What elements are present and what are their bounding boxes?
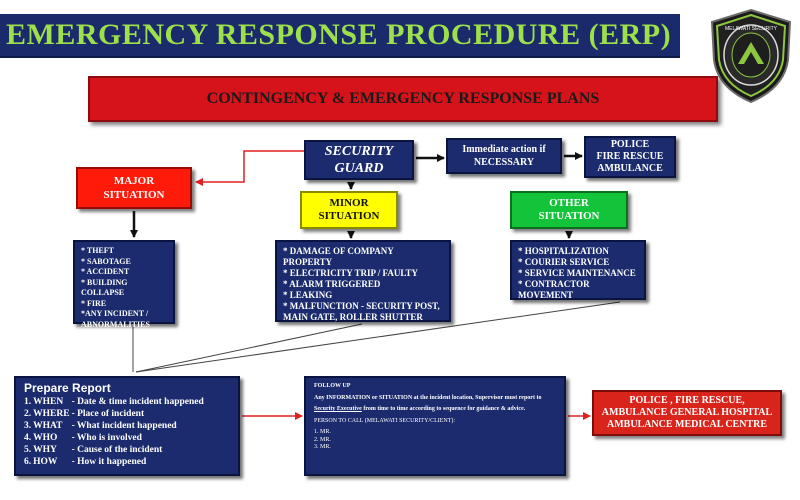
list-item: * MALFUNCTION - SECURITY POST, bbox=[283, 301, 440, 311]
report-table: 1.WHEN - Date & time incident happened 2.… bbox=[24, 396, 206, 468]
row-desc: - How it happened bbox=[71, 457, 147, 467]
list-item: * HOSPITALIZATION bbox=[518, 246, 609, 256]
guard-line2: GUARD bbox=[334, 161, 384, 176]
row-num: 6. bbox=[24, 457, 32, 467]
police-line1: POLICE bbox=[610, 139, 650, 150]
page-title: EMERGENCY RESPONSE PROCEDURE (ERP) bbox=[6, 18, 672, 51]
final-line2: AMBULANCE GENERAL HOSPITAL bbox=[601, 407, 773, 418]
minor-situation-box: MINOR SITUATION bbox=[300, 191, 398, 229]
list-item: * SERVICE MAINTENANCE bbox=[518, 268, 636, 278]
followup-person: 2. MR. bbox=[314, 436, 331, 443]
immediate-action-box: Immediate action if NECESSARY bbox=[446, 138, 562, 174]
guard-line1: SECURITY bbox=[324, 144, 394, 159]
other-situation-box: OTHER SITUATION bbox=[510, 191, 628, 229]
row-key: WHO bbox=[33, 433, 58, 443]
list-item: * ACCIDENT bbox=[81, 267, 130, 276]
immediate-line2: NECESSARY bbox=[473, 157, 535, 168]
other-items-box: * HOSPITALIZATION * COURIER SERVICE * SE… bbox=[510, 240, 646, 300]
table-row: 1.WHEN - Date & time incident happened bbox=[24, 396, 206, 408]
followup-text1: Any INFORMATION or SITUATION at the inci… bbox=[314, 394, 542, 401]
list-item: * THEFT bbox=[81, 246, 114, 255]
other-line1: OTHER bbox=[549, 197, 589, 209]
list-item: ABNORMALITIES bbox=[81, 319, 150, 329]
police-line2: FIRE RESCUE bbox=[596, 151, 664, 162]
list-item: * SABOTAGE bbox=[81, 256, 131, 266]
minor-line2: SITUATION bbox=[318, 210, 380, 222]
police-box: POLICE FIRE RESCUE AMBULANCE bbox=[584, 136, 676, 178]
other-line2: SITUATION bbox=[538, 210, 600, 222]
logo-ring-text: MELAWATI SECURITY bbox=[725, 26, 778, 32]
list-item: * DAMAGE OF COMPANY PROPERTY bbox=[283, 246, 394, 267]
immediate-line1: Immediate action if bbox=[462, 144, 546, 155]
table-row: 4.WHO - Who is involved bbox=[24, 432, 206, 444]
followup-text2: Security Executive from time to time acc… bbox=[314, 406, 556, 414]
list-item: *ANY INCIDENT / bbox=[81, 309, 149, 318]
row-key: WHY bbox=[33, 445, 57, 455]
list-item: * FIRE bbox=[81, 298, 107, 308]
list-item: * LEAKING bbox=[283, 290, 333, 300]
followup-heading: FOLLOW UP bbox=[314, 383, 351, 389]
list-item: * ELECTRICITY TRIP / FAULTY bbox=[283, 268, 419, 278]
row-key: WHEN bbox=[33, 397, 64, 407]
header-bar bbox=[0, 14, 680, 58]
row-key: WHERE bbox=[33, 409, 70, 419]
list-item: * COURIER SERVICE bbox=[518, 257, 610, 267]
row-key: WHAT bbox=[33, 421, 63, 431]
plans-title: CONTINGENCY & EMERGENCY RESPONSE PLANS bbox=[206, 90, 600, 107]
major-line2: SITUATION bbox=[103, 189, 165, 201]
minor-line1: MINOR bbox=[329, 197, 369, 209]
contingency-plans-banner: CONTINGENCY & EMERGENCY RESPONSE PLANS bbox=[88, 76, 718, 122]
table-row: 5.WHY - Cause of the incident bbox=[24, 444, 206, 456]
list-item: * CONTRACTOR MOVEMENT bbox=[518, 279, 590, 300]
follow-up-box: FOLLOW UP Any INFORMATION or SITUATION a… bbox=[304, 376, 566, 476]
table-row: 3.WHAT - What incident happened bbox=[24, 420, 206, 432]
row-num: 1. bbox=[24, 397, 32, 407]
major-situation-box: MAJOR SITUATION bbox=[76, 167, 192, 209]
list-item: * BUILDING COLLAPSE bbox=[81, 277, 128, 298]
row-num: 2. bbox=[24, 409, 32, 419]
major-line1: MAJOR bbox=[113, 175, 155, 187]
security-guard-box: SECURITY GUARD bbox=[304, 140, 414, 180]
row-key: HOW bbox=[33, 457, 58, 467]
row-num: 3. bbox=[24, 421, 32, 431]
followup-text2-rest: from time to time according to sequence … bbox=[363, 406, 526, 412]
row-desc: - Who is involved bbox=[71, 433, 142, 443]
row-desc: - What incident happened bbox=[71, 421, 177, 431]
header: EMERGENCY RESPONSE PROCEDURE (ERP) MELAW… bbox=[0, 0, 800, 104]
final-response-box: POLICE , FIRE RESCUE, AMBULANCE GENERAL … bbox=[592, 390, 782, 436]
followup-person: 1. MR. bbox=[314, 429, 331, 435]
line-other-to-report bbox=[135, 301, 621, 373]
followup-person: 3. MR. bbox=[314, 444, 331, 450]
final-line3: AMBULANCE MEDICAL CENTRE bbox=[606, 419, 767, 430]
list-item: MAIN GATE, ROLLER SHUTTER bbox=[283, 312, 423, 322]
minor-items-box: * DAMAGE OF COMPANY PROPERTY * ELECTRICI… bbox=[275, 240, 451, 322]
list-item: * ALARM TRIGGERED bbox=[283, 279, 381, 289]
row-num: 4. bbox=[24, 433, 32, 443]
shield-logo: MELAWATI SECURITY bbox=[710, 8, 792, 104]
arrow-guard-to-major bbox=[195, 150, 304, 186]
line-minor-to-report bbox=[135, 323, 363, 373]
report-title: Prepare Report bbox=[24, 381, 111, 395]
row-num: 5. bbox=[24, 445, 32, 455]
final-line1: POLICE , FIRE RESCUE, bbox=[629, 395, 745, 406]
police-line3: AMBULANCE bbox=[597, 163, 663, 174]
table-row: 2.WHERE- Place of incident bbox=[24, 408, 206, 420]
row-desc: - Cause of the incident bbox=[71, 445, 163, 455]
prepare-report-box: Prepare Report 1.WHEN - Date & time incid… bbox=[14, 376, 240, 476]
followup-exec: Security Executive bbox=[314, 406, 362, 412]
major-items-box: * THEFT * SABOTAGE * ACCIDENT * BUILDING… bbox=[73, 240, 175, 329]
table-row: 6.HOW - How it happened bbox=[24, 456, 206, 468]
row-desc: - Place of incident bbox=[71, 409, 145, 419]
row-desc: - Date & time incident happened bbox=[71, 397, 204, 407]
followup-person-heading: PERSON TO CALL (MELAWATI SECURITY/CLIENT… bbox=[314, 417, 456, 424]
